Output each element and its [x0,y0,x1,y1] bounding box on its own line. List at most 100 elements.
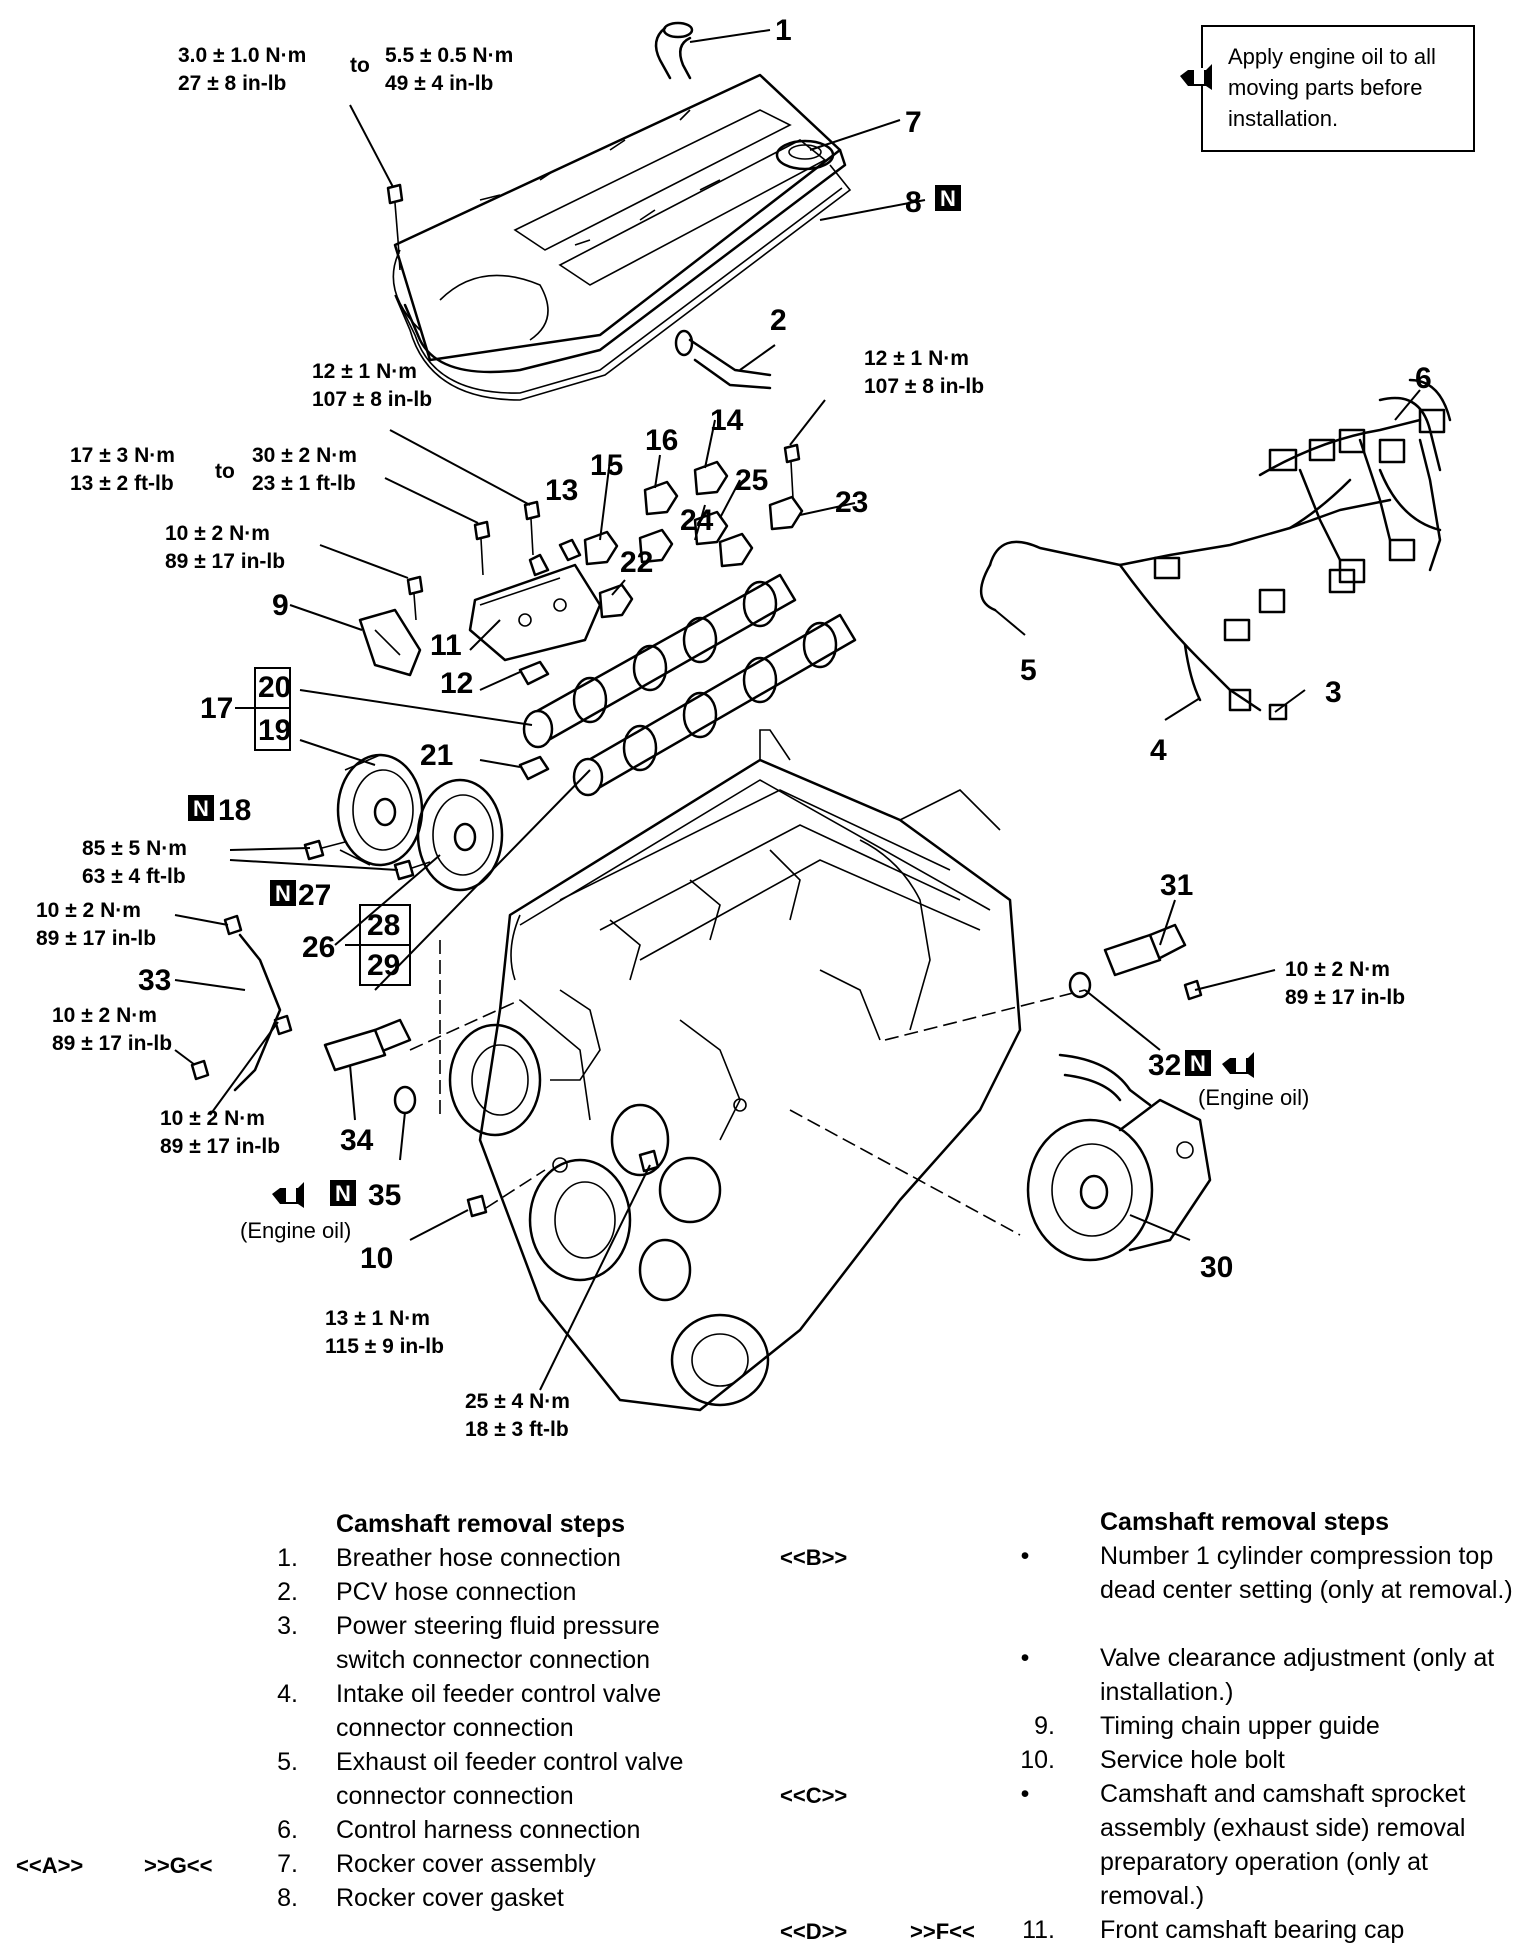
torque-18-1: 85 ± 5 N·m [82,837,187,860]
torque-10-1: 13 ± 1 N·m [325,1307,430,1330]
torque-33a-2: 89 ± 17 in-lb [36,927,156,950]
bearing-half-12 [518,660,550,686]
sprocket-exhaust [336,753,424,867]
torque-33a-1: 10 ± 2 N·m [36,899,141,922]
camshaft-caps [583,460,804,619]
svg-text:N: N [1190,1051,1206,1076]
callout-29: 29 [367,949,400,982]
torque-33b-2: 89 ± 17 in-lb [52,1032,172,1055]
torque-33b-1: 10 ± 2 N·m [52,1004,157,1027]
oil-can-icon-32 [1222,1052,1254,1078]
callout-13: 13 [545,474,578,507]
callout-17: 17 [200,692,233,725]
callout-26: 26 [302,931,335,964]
procedure-mark-b: <<B>> [780,1545,848,1570]
cap-bolts [406,443,801,621]
callout-35: 35 [368,1179,401,1212]
torque-crank-2: 18 ± 3 ft-lb [465,1418,569,1441]
torque-23-2: 107 ± 8 in-lb [864,375,984,398]
procedure-mark-g: >>G<< [144,1853,213,1878]
note-line-1: Apply engine oil to all [1228,44,1436,69]
svg-text:N: N [335,1181,351,1206]
bearing-half-21 [518,755,550,781]
note-line-3: installation. [1228,106,1338,131]
svg-text:N: N [193,796,209,821]
cover-bolt [386,183,404,271]
install-line-exh [409,999,521,1051]
callout-27: 27 [298,879,331,912]
harness-bracket [190,914,282,1092]
torque-18-2: 63 ± 4 ft-lb [82,865,186,888]
n-mark-27: N [270,880,296,906]
torque-11b-2: 23 ± 1 ft-lb [252,472,356,495]
new-part-marks: N N N N N [188,185,1211,1206]
torque-9-1: 10 ± 2 N·m [165,522,270,545]
note-box: Apply engine oil to all moving parts bef… [1180,25,1475,152]
torque-11a-1: 17 ± 3 N·m [70,444,175,467]
callout-10: 10 [360,1242,393,1275]
sprocket-bolts [303,839,431,881]
left-steps-heading: Camshaft removal steps [336,1510,626,1538]
callout-18: 18 [218,794,251,827]
callout-30: 30 [1200,1251,1233,1284]
bearing-cap-front [468,538,602,662]
torque-9-2: 89 ± 17 in-lb [165,550,285,573]
svg-text:N: N [275,881,291,906]
callout-28: 28 [367,909,400,942]
callout-3: 3 [1325,676,1342,709]
n-mark-18: N [188,795,214,821]
procedure-mark-a: <<A>> [16,1853,84,1878]
right-steps-heading: Camshaft removal steps [1100,1508,1390,1536]
callout-1: 1 [775,14,792,47]
callout-14: 14 [710,404,744,437]
torque-to-1: to [350,54,370,77]
callout-12: 12 [440,667,473,700]
install-line-valve [884,989,1086,1041]
callout-6: 6 [1415,362,1432,395]
camshaft-intake [572,613,857,797]
torque-10-2: 115 ± 9 in-lb [325,1335,444,1358]
power-steering-pump [1026,1053,1212,1262]
torque-31-2: 89 ± 17 in-lb [1285,986,1405,1009]
crank-bolt [638,1149,660,1173]
torque-cover-b-2: 49 ± 4 in-lb [385,72,493,95]
callout-11: 11 [430,629,462,662]
sprocket-intake [416,778,504,892]
torque-34-2: 89 ± 17 in-lb [160,1135,280,1158]
procedure-mark-c: <<C>> [780,1783,848,1808]
callout-22: 22 [620,546,653,579]
callout-24: 24 [680,504,714,537]
service-hole-bolt [466,1169,546,1218]
callout-5: 5 [1020,654,1037,687]
rocker-cover [392,73,847,374]
callout-4: 4 [1150,734,1167,767]
install-line-pump [789,1109,1021,1236]
torque-cover-a-2: 27 ± 8 in-lb [178,72,286,95]
engine-exploded-diagram: Apply engine oil to all moving parts bef… [36,14,1475,1441]
procedure-mark-d: <<D>> [780,1919,848,1944]
callout-8: 8 [905,186,922,219]
engine-block [448,729,1022,1412]
svg-text:N: N [940,186,956,211]
intake-oil-feeder-control-valve [1068,923,1203,1001]
callout-31: 31 [1160,869,1193,902]
torque-11b-1: 30 ± 2 N·m [252,444,357,467]
callout-33: 33 [138,964,171,997]
torque-13-1: 12 ± 1 N·m [312,360,417,383]
group-brackets [235,667,411,986]
n-mark-32: N [1185,1050,1211,1076]
oil-can-icon [1180,64,1212,90]
torque-cover-a-1: 3.0 ± 1.0 N·m [178,44,306,67]
callout-23: 23 [835,486,868,519]
control-harness [980,378,1452,721]
callout-19: 19 [258,714,291,747]
torque-31-1: 10 ± 2 N·m [1285,958,1390,981]
camshaft-exhaust [522,573,797,749]
torque-labels: 3.0 ± 1.0 N·m 27 ± 8 in-lb to 5.5 ± 0.5 … [36,44,1405,1441]
torque-13-2: 107 ± 8 in-lb [312,388,432,411]
callout-32: 32 [1148,1049,1181,1082]
callout-16: 16 [645,424,678,457]
breather-hose [654,21,694,80]
removal-steps: Camshaft removal steps 1. Breather hose … [0,1495,1536,1945]
oil-can-icon-35 [272,1182,304,1208]
